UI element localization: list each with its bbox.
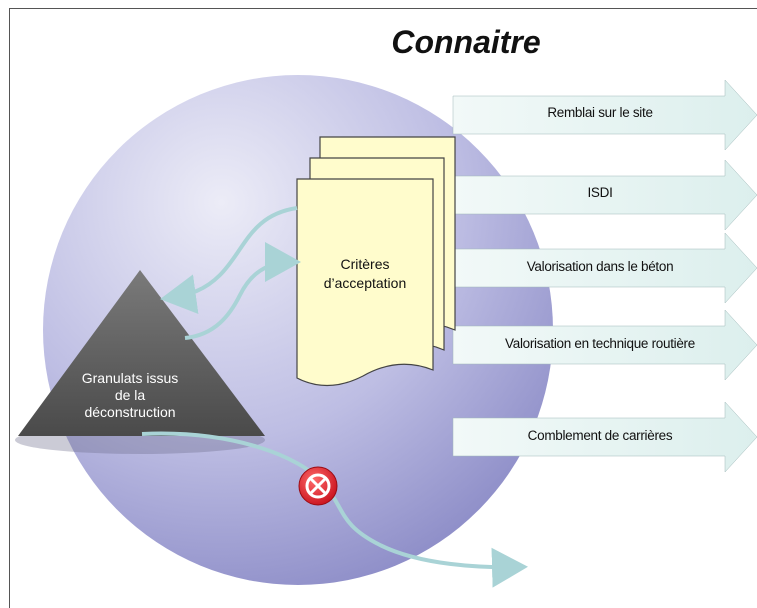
arrow-carrieres: [452, 401, 757, 473]
arrow-routiere: [452, 309, 757, 381]
arrow-isdi: [452, 159, 757, 231]
document-stack: [296, 136, 456, 387]
diagram-title: Connaitre: [391, 24, 541, 60]
rejected-path: [141, 431, 528, 588]
document-line-2: d’acceptation: [323, 275, 407, 291]
document-label: Critères d’acceptation: [300, 255, 430, 293]
source-triangle: [18, 270, 265, 436]
document-line-1: Critères: [340, 256, 390, 272]
destination-label-routiere: Valorisation en technique routière: [505, 336, 695, 351]
destination-arrows: [452, 79, 757, 473]
destination-label-remblai: Remblai sur le site: [547, 105, 653, 120]
diagram-svg: [15, 75, 757, 588]
destination-label-carrieres: Comblement de carrières: [527, 428, 673, 443]
source-line-2: de la: [114, 387, 146, 403]
source-line-3: déconstruction: [84, 404, 176, 420]
source-label: Granulats issus de la déconstruction: [60, 370, 200, 421]
arrow-beton: [452, 232, 757, 304]
destination-label-isdi: ISDI: [587, 185, 613, 200]
source-line-1: Granulats issus: [81, 370, 179, 386]
connector-triangle-to-doc: [184, 242, 301, 340]
connector-doc-to-triangle: [160, 206, 298, 315]
diagram-canvas: Connaitre Critères d’acceptation Granula…: [9, 8, 757, 608]
frame-border: [9, 8, 757, 608]
arrow-remblai: [452, 79, 757, 151]
destination-label-beton: Valorisation dans le béton: [526, 259, 674, 274]
forbidden-icon: [298, 466, 338, 506]
